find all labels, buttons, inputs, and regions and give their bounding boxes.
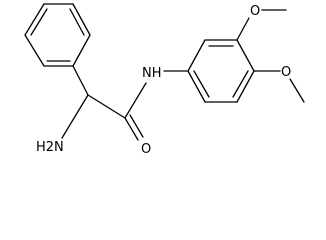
bond-phenyl-to-alpha-carbon [72, 65, 89, 96]
phenyl-ring [24, 3, 91, 67]
bond [236, 39, 255, 72]
amide-nitrogen-label: NH [142, 66, 162, 81]
bond [187, 70, 206, 103]
carbonyl-oxygen-label: O [141, 142, 151, 157]
bond [24, 34, 45, 67]
bond [187, 39, 206, 72]
bond-carbonyl-to-amide-n [124, 82, 147, 119]
bond-alpha-carbon-to-amine [61, 94, 89, 139]
bond-ring-to-methoxy-o-top [236, 17, 250, 41]
double-bond-inner [30, 8, 48, 36]
double-bond-inner [69, 8, 85, 36]
bond [24, 3, 45, 36]
bond-methoxy-o-bottom-to-methyl [289, 78, 305, 103]
bond [72, 34, 91, 67]
double-bond-inner [193, 70, 210, 98]
bond-alpha-carbon-to-carbonyl [87, 94, 126, 119]
carbonyl-bond-double [129, 114, 144, 138]
methoxy-oxygen-bottom-label: O [281, 65, 291, 80]
methoxy-oxygen-top-label: O [250, 4, 260, 19]
chemical-structure: H2N NH O O O [24, 3, 305, 157]
dimethoxyphenyl-ring [187, 39, 255, 103]
bond [236, 70, 255, 103]
carbonyl-bond [124, 117, 139, 141]
bond [72, 3, 91, 36]
double-bond-inner [232, 70, 249, 98]
amine-label: H2N [36, 140, 64, 155]
